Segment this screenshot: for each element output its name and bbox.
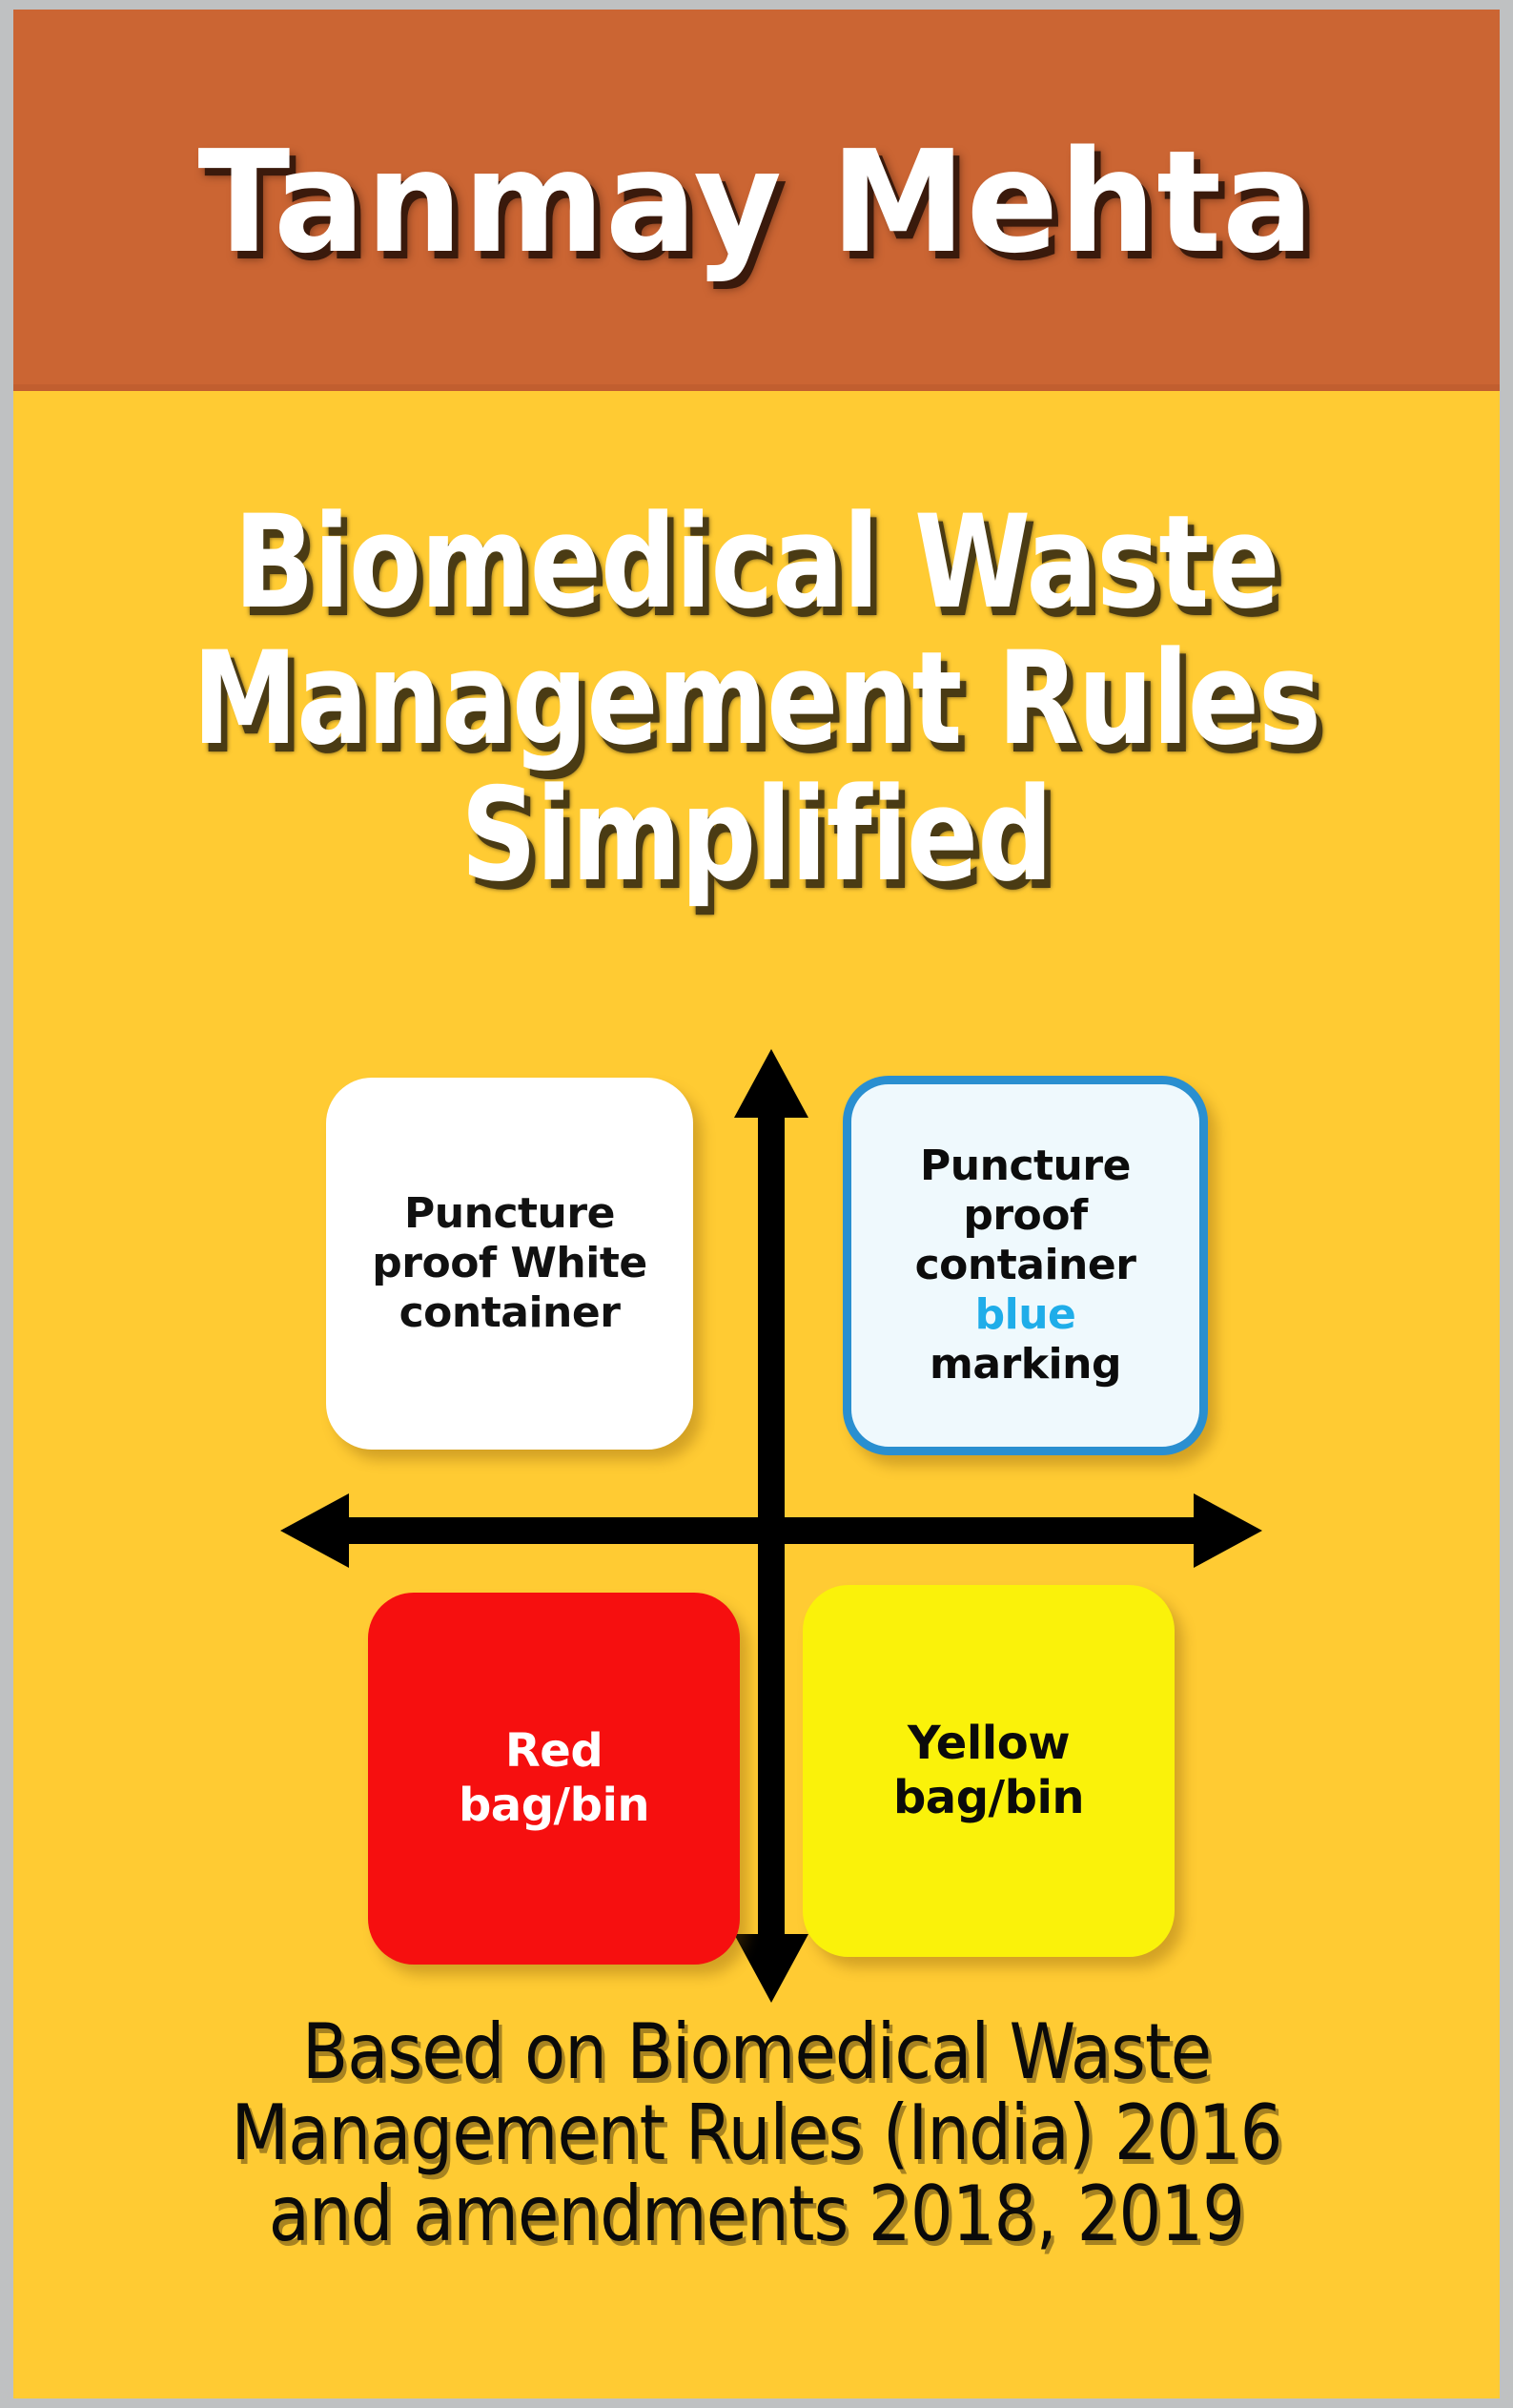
blue-line-1: Puncture: [920, 1142, 1131, 1191]
blue-line-3: container: [914, 1241, 1136, 1290]
yellow-line-1: Yellow: [907, 1717, 1071, 1771]
book-title: Biomedical Waste Management Rules Simpli…: [13, 498, 1500, 907]
quadrant-red-bag-bin-label: Red bag/bin: [447, 1724, 661, 1832]
waste-segregation-quadrant-diagram: Puncture proof White container Puncture …: [280, 1049, 1262, 2003]
quadrant-yellow-bag-bin-label: Yellow bag/bin: [882, 1717, 1095, 1824]
blue-line-2: proof: [963, 1191, 1088, 1241]
cover-inner-area: Tanmay Mehta Biomedical Waste Management…: [13, 10, 1500, 2398]
axis-cross-icon: [280, 1049, 1262, 2003]
white-line-2: proof White: [372, 1239, 647, 1288]
red-line-1: Red: [504, 1724, 603, 1779]
blue-highlight-word: blue: [974, 1289, 1076, 1339]
footer-line-1: Based on Biomedical Waste: [301, 2007, 1212, 2096]
yellow-line-2: bag/bin: [892, 1771, 1085, 1824]
quadrant-blue-marking-container: Puncture proof container blue marking: [843, 1076, 1208, 1455]
author-name: Tanmay Mehta: [197, 120, 1316, 284]
white-line-3: container: [399, 1287, 621, 1337]
cover-footer-note: Based on Biomedical Waste Management Rul…: [13, 2007, 1500, 2258]
footer-line-2: Management Rules (India) 2016: [231, 2088, 1282, 2177]
footer-line-3: and amendments 2018, 2019: [268, 2169, 1245, 2258]
quadrant-white-container: Puncture proof White container: [326, 1078, 693, 1450]
author-banner: Tanmay Mehta: [13, 10, 1500, 391]
quadrant-red-bag-bin: Red bag/bin: [368, 1593, 740, 1965]
blue-line-5: marking: [930, 1339, 1121, 1389]
title-line-3: Simplified: [460, 760, 1053, 910]
title-line-2: Management Rules: [192, 624, 1321, 773]
title-line-1: Biomedical Waste: [234, 487, 1279, 637]
white-line-1: Puncture: [404, 1189, 615, 1239]
quadrant-blue-marking-label: Puncture proof container blue marking: [904, 1142, 1148, 1389]
quadrant-yellow-bag-bin: Yellow bag/bin: [803, 1585, 1175, 1957]
red-line-2: bag/bin: [458, 1779, 650, 1832]
quadrant-white-container-label: Puncture proof White container: [360, 1189, 658, 1338]
